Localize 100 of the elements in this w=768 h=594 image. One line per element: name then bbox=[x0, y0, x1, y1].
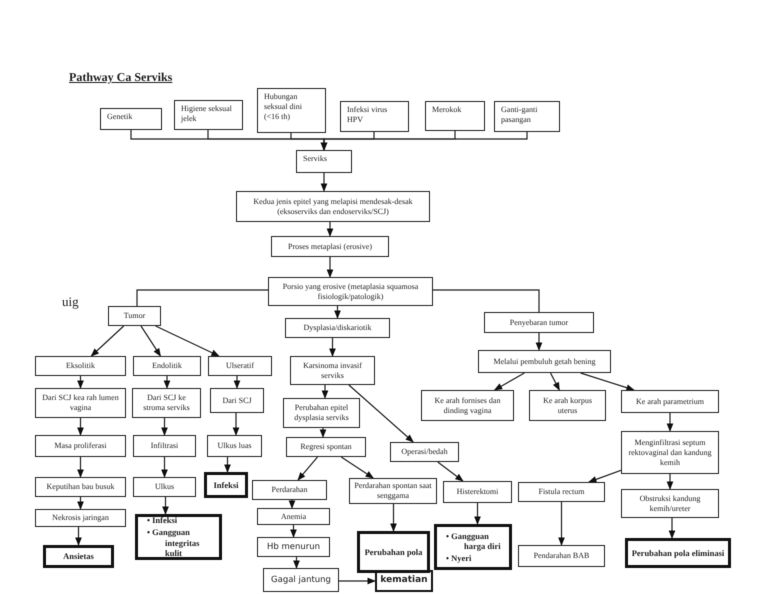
arrow bbox=[536, 333, 542, 351]
process-box bbox=[108, 306, 161, 326]
process-box bbox=[252, 480, 327, 500]
box-text: Serviks bbox=[303, 154, 327, 164]
outcome-box bbox=[43, 545, 114, 568]
arrow bbox=[77, 376, 84, 389]
box-text: Keputihan bau busuk bbox=[46, 482, 114, 492]
arrow bbox=[290, 525, 297, 538]
arrow bbox=[234, 376, 240, 389]
process-box bbox=[425, 101, 485, 131]
box-text: Dari SCJ kea rah lumen vagina bbox=[41, 393, 120, 413]
arrow bbox=[77, 418, 84, 436]
arrow bbox=[550, 372, 560, 391]
process-box bbox=[484, 312, 594, 333]
arrow bbox=[494, 372, 525, 391]
box-text: Regresi spontan bbox=[300, 442, 352, 452]
box-text: Infiltrasi bbox=[150, 441, 178, 451]
process-box bbox=[35, 509, 126, 527]
bullet-item: • Infeksi bbox=[147, 515, 178, 526]
box-text: kematian bbox=[380, 575, 428, 587]
process-box bbox=[207, 435, 262, 457]
process-box bbox=[621, 489, 719, 518]
box-text: Dari SCJ ke stroma serviks bbox=[142, 393, 191, 413]
bullet-item: • Gangguan harga diri bbox=[446, 530, 502, 552]
process-box bbox=[340, 101, 409, 132]
box-text: Kedua jenis epitel yang melapisi mendesak-desak (eksoserviks dan endoserviks/SCJ) bbox=[252, 196, 414, 216]
box-text: Obstruksi kandung kemih/ureter bbox=[638, 494, 702, 514]
arrow bbox=[140, 326, 161, 357]
arrow bbox=[161, 418, 168, 436]
bullet-item: • Gangguan integritas kulit bbox=[147, 526, 200, 559]
box-text: Ansietas bbox=[63, 551, 94, 562]
box-text: Dysplasia/diskariotik bbox=[304, 323, 372, 333]
arrow bbox=[77, 497, 84, 510]
process-box bbox=[296, 150, 352, 173]
process-box bbox=[100, 108, 162, 130]
process-box bbox=[133, 477, 196, 497]
connector-line bbox=[433, 289, 540, 312]
process-box bbox=[263, 568, 339, 592]
process-box bbox=[35, 388, 126, 418]
process-box bbox=[35, 356, 126, 376]
process-box bbox=[35, 435, 126, 457]
box-text: Porsio yang erosive (metaplasia squamosa fisiologik/patologik) bbox=[282, 282, 420, 302]
box-text: Pendarahan BAB bbox=[534, 551, 590, 561]
arrow bbox=[164, 376, 170, 389]
box-text: Ganti-ganti pasangan bbox=[501, 105, 538, 125]
process-box bbox=[236, 191, 430, 222]
box-text: Infeksi bbox=[213, 480, 239, 490]
arrow bbox=[666, 413, 674, 432]
bullet-item: • Nyeri bbox=[446, 552, 472, 564]
box-text: Infeksi virus HPV bbox=[347, 105, 388, 125]
arrow bbox=[326, 222, 334, 237]
process-box bbox=[421, 390, 514, 421]
box-text: Ke arah fornises dan dinding vagina bbox=[434, 396, 502, 416]
arrow bbox=[155, 325, 220, 357]
box-text: Perubahan pola eliminasi bbox=[632, 548, 724, 558]
arrow bbox=[580, 372, 635, 391]
box-text: Histerektomi bbox=[456, 487, 498, 497]
arrow bbox=[320, 132, 528, 151]
process-box bbox=[257, 508, 330, 525]
process-box bbox=[132, 388, 201, 418]
box-text: Perubahan pola bbox=[364, 546, 422, 558]
arrow bbox=[390, 504, 397, 532]
process-box bbox=[494, 101, 560, 132]
box-text: Genetik bbox=[107, 112, 132, 122]
box-text: Melalui pembuluh getah bening bbox=[494, 356, 596, 366]
arrow bbox=[77, 457, 84, 478]
process-box bbox=[208, 356, 272, 376]
process-box bbox=[478, 350, 611, 373]
process-box bbox=[35, 477, 126, 497]
box-text: Ke arah parametrium bbox=[636, 396, 704, 406]
process-box bbox=[443, 481, 512, 503]
process-box bbox=[390, 442, 459, 462]
process-box bbox=[174, 100, 243, 130]
process-box bbox=[290, 356, 375, 385]
arrow bbox=[334, 306, 341, 319]
arrow bbox=[320, 173, 328, 192]
arrow bbox=[293, 557, 300, 569]
arrow bbox=[339, 578, 376, 584]
process-box bbox=[285, 318, 390, 338]
arrow bbox=[322, 385, 328, 399]
box-text: Tumor bbox=[124, 311, 146, 321]
process-box bbox=[349, 478, 437, 504]
box-text: Hubungan seksual dini (<16 th) bbox=[264, 92, 303, 122]
process-box bbox=[133, 356, 201, 376]
arrow bbox=[297, 456, 318, 481]
outcome-box bbox=[204, 472, 248, 498]
arrow bbox=[588, 470, 622, 483]
title: Pathway Ca Serviks bbox=[69, 70, 172, 85]
arrow bbox=[668, 518, 676, 539]
box-text: Perdarahan bbox=[272, 485, 308, 495]
arrow bbox=[90, 326, 124, 357]
box-text: Hb menurun bbox=[266, 542, 320, 552]
box-text: Endolitik bbox=[152, 361, 182, 371]
outcome-box bbox=[434, 524, 512, 570]
box-text: Perdarahan spontan saat senggama bbox=[353, 481, 433, 501]
arrow bbox=[558, 502, 565, 546]
box-text: Anemia bbox=[280, 512, 306, 522]
arrow bbox=[224, 457, 231, 473]
box-text: Karsinoma invasif serviks bbox=[302, 360, 363, 380]
box-text: Eksolitik bbox=[66, 361, 95, 371]
